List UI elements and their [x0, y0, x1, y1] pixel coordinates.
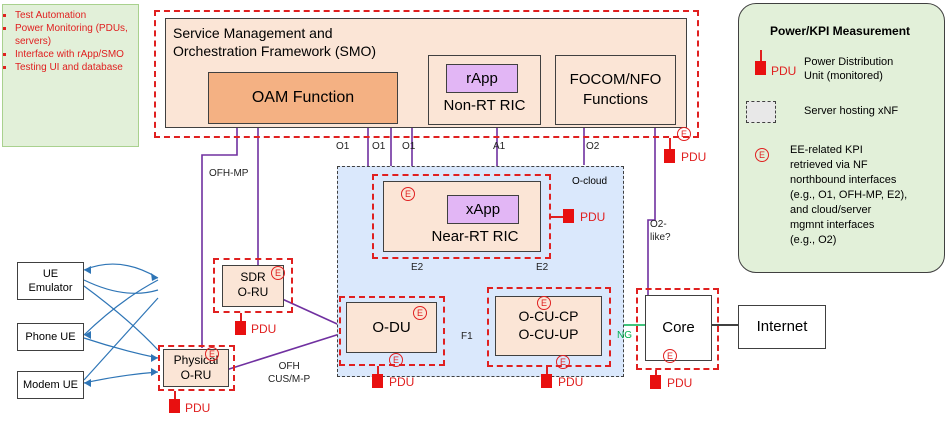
e-badge-icon: E — [677, 127, 691, 141]
link-physical-odu — [225, 331, 347, 371]
modem-ue-box: Modem UE — [17, 371, 84, 399]
e2-label: E2 — [536, 262, 549, 273]
sdr-oru-label: SDR O-RU — [237, 270, 269, 299]
e-badge-icon: E — [413, 306, 427, 320]
note-item: Power Monitoring (PDUs, servers) — [15, 22, 133, 48]
ue-emulator-label: UE Emulator — [28, 268, 73, 294]
legend-title: Power/KPI Measurement — [770, 24, 911, 38]
e-badge-icon: E — [556, 355, 570, 369]
focom-label: FOCOM/NFO Functions — [569, 71, 662, 108]
modem-ue-label: Modem UE — [22, 379, 79, 391]
oam-function-box: OAM Function — [208, 72, 398, 124]
e-badge-icon: E — [537, 296, 551, 310]
o1-label: O1 — [372, 141, 386, 152]
ocloud-label: O-cloud — [572, 176, 608, 187]
a1-label: A1 — [493, 141, 506, 152]
legend-panel — [738, 3, 945, 273]
nearrt-dashed-border — [372, 174, 551, 259]
o2like-label: O2- like? — [650, 219, 671, 243]
internet-label: Internet — [756, 318, 808, 335]
radio-arrow — [83, 263, 159, 279]
xapp-label: xApp — [465, 201, 501, 218]
radio-arrow — [83, 285, 159, 351]
nearrt-ric-label: Near-RT RIC — [431, 228, 519, 245]
odu-label: O-DU — [372, 319, 411, 336]
e-badge-icon: E — [663, 349, 677, 363]
physical-oru-box: Physical O-RU — [163, 349, 229, 387]
internet-box: Internet — [738, 305, 826, 349]
e-badge-icon: E — [755, 148, 769, 162]
ofh-mp-label: OFH-MP — [209, 168, 249, 179]
core-label: Core — [662, 319, 695, 336]
f1-label: F1 — [461, 331, 473, 342]
rapp-box: rApp — [446, 64, 518, 93]
radio-arrow — [83, 371, 159, 384]
ng-label: NG — [617, 330, 632, 341]
sdr-oru-box: SDR O-RU — [222, 265, 284, 307]
note-item: Test Automation — [15, 9, 138, 22]
radio-arrow — [83, 279, 159, 336]
e-badge-icon: E — [401, 187, 415, 201]
physical-dashed-border — [158, 345, 235, 391]
ocu-dashed-border — [487, 287, 611, 367]
nonrt-ric-label: Non-RT RIC — [443, 97, 526, 114]
e-badge-icon: E — [389, 353, 403, 367]
e-badge-icon: E — [205, 347, 219, 361]
o1-label: O1 — [402, 141, 416, 152]
e2-label: E2 — [411, 262, 424, 273]
ofh-cus-label: OFH CUS/M-P — [268, 361, 311, 385]
focom-box: FOCOM/NFO Functions — [555, 55, 676, 125]
phone-ue-box: Phone UE — [17, 323, 84, 351]
radio-arrow — [83, 297, 159, 381]
note-item: Interface with rApp/SMO — [15, 48, 133, 61]
ocu-label: O-CU-CP O-CU-UP — [518, 308, 579, 342]
sdr-dashed-border — [213, 258, 293, 313]
rapp-label: rApp — [466, 70, 498, 87]
oam-function-label: OAM Function — [251, 89, 355, 106]
radio-arrow — [83, 337, 159, 359]
core-dashed-border — [636, 288, 719, 370]
xapp-box: xApp — [447, 195, 519, 224]
phone-ue-label: Phone UE — [25, 331, 76, 343]
o2-label: O2 — [586, 141, 600, 152]
radio-arrow — [83, 279, 159, 294]
e-badge-icon: E — [271, 266, 285, 280]
smo-title: Service Management and Orchestration Fra… — [173, 25, 377, 59]
link-o2like — [647, 124, 656, 295]
link-ofh-mp-physical — [201, 124, 238, 348]
smo-dashed-border — [154, 10, 699, 138]
ue-emulator-box: UE Emulator — [17, 262, 84, 300]
notes-panel: Test Automation Power Monitoring (PDUs, … — [2, 4, 139, 147]
core-box: Core — [645, 295, 712, 361]
note-item: Testing UI and database — [15, 61, 133, 74]
o1-label: O1 — [336, 141, 350, 152]
